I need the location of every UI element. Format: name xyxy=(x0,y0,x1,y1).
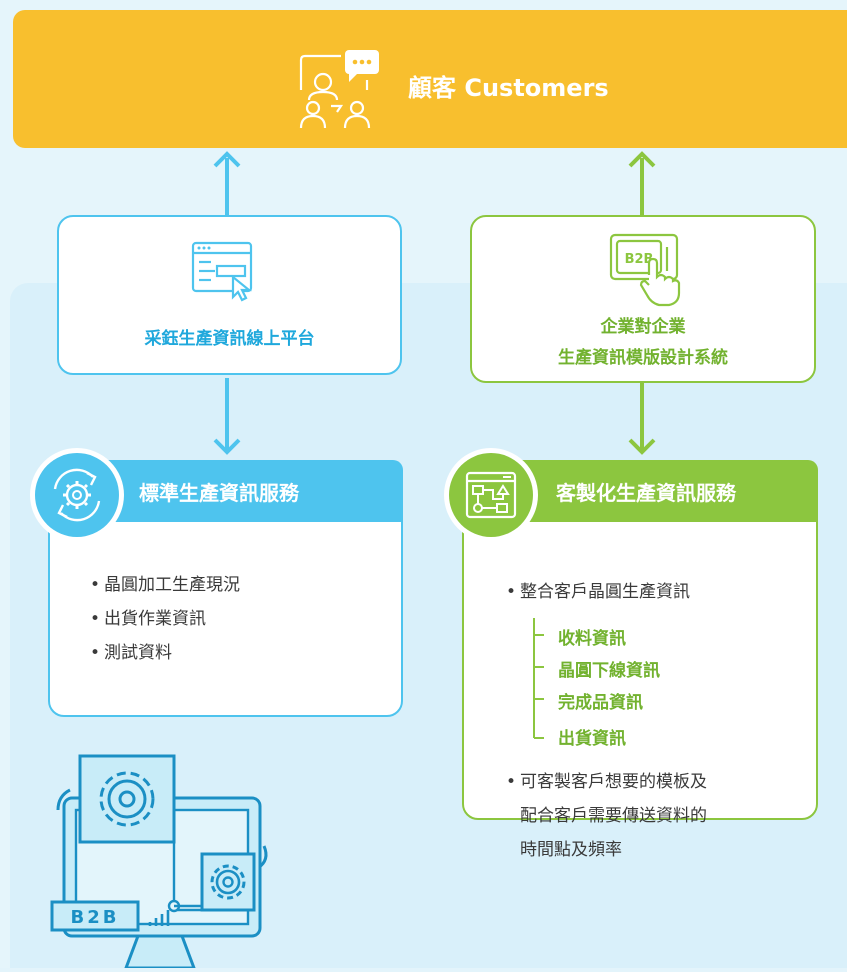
custom-service-item-1: 整合客戶晶圓生產資訊 xyxy=(506,575,690,609)
list-item: 出貨作業資訊 xyxy=(90,602,240,636)
sub-item-shipping: 出貨資訊 xyxy=(558,729,626,749)
list-item: 整合客戶晶圓生產資訊 xyxy=(506,575,690,609)
arrow-down-right xyxy=(628,378,656,455)
header-title: 顧客 Customers xyxy=(408,74,609,102)
online-platform-title: 采鈺生產資訊線上平台 xyxy=(144,329,315,349)
standard-service-banner: 標準生產資訊服務 xyxy=(86,460,403,522)
sub-item-finished-goods: 完成品資訊 xyxy=(558,693,643,713)
gear-refresh-icon xyxy=(35,453,119,537)
list-item: 可客製客戶想要的模板及 xyxy=(506,765,707,799)
b2b-system-card: B2B 企業對企業 生產資訊模版設計系統 xyxy=(470,215,816,383)
list-item-continued: 時間點及頻率 xyxy=(520,840,622,860)
customers-chat-icon xyxy=(297,50,381,134)
b2b-computer-gears-icon: B2B xyxy=(40,730,280,972)
b2b-icon-label: B2B xyxy=(625,252,654,267)
sub-item-tree-lines xyxy=(533,618,544,739)
sub-item-receiving: 收料資訊 xyxy=(558,629,626,649)
custom-service-item-2: 可客製客戶想要的模板及 配合客戶需要傳送資料的 時間點及頻率 xyxy=(506,765,707,867)
b2b-illustration-label: B2B xyxy=(71,907,120,928)
flowchart-window-icon xyxy=(449,453,533,537)
b2b-touch-icon: B2B xyxy=(607,231,687,313)
arrow-up-right xyxy=(628,151,656,216)
sub-item-wafer-out: 晶圓下線資訊 xyxy=(558,661,660,681)
arrow-up-left xyxy=(213,151,241,216)
b2b-system-title-line1: 企業對企業 xyxy=(600,317,686,337)
online-platform-card: 采鈺生產資訊線上平台 xyxy=(57,215,402,375)
web-platform-cursor-icon xyxy=(189,239,259,307)
list-item-continued: 配合客戶需要傳送資料的 xyxy=(520,806,707,826)
customers-header: 顧客 Customers xyxy=(13,10,847,148)
arrow-down-left xyxy=(213,378,241,455)
standard-service-list: 晶圓加工生產現況 出貨作業資訊 測試資料 xyxy=(90,568,240,670)
custom-service-title: 客製化生產資訊服務 xyxy=(556,481,736,505)
list-item: 測試資料 xyxy=(90,636,240,670)
custom-service-banner: 客製化生產資訊服務 xyxy=(500,460,818,522)
standard-service-title: 標準生產資訊服務 xyxy=(139,481,299,505)
list-item: 晶圓加工生產現況 xyxy=(90,568,240,602)
b2b-system-title-line2: 生產資訊模版設計系統 xyxy=(558,348,728,368)
